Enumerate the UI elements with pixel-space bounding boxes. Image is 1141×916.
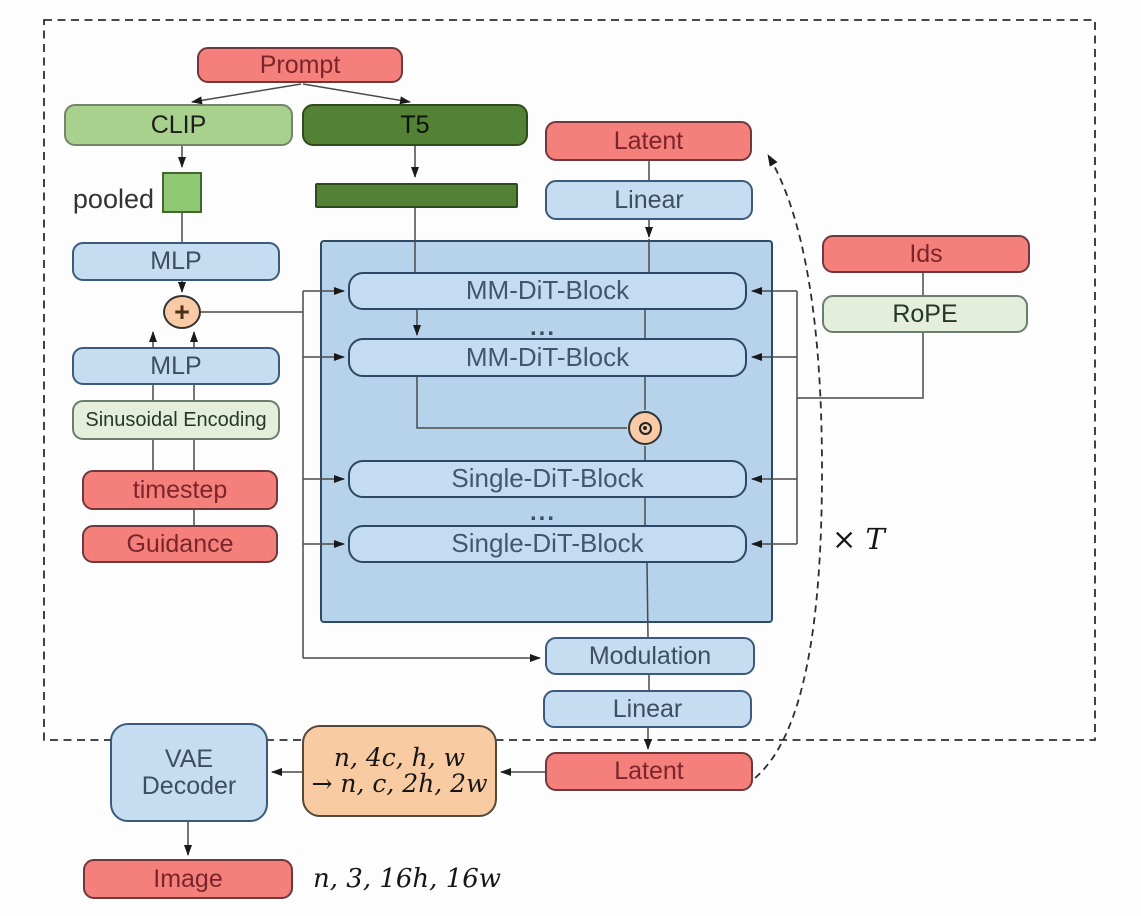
mm-dit-block-1: MM-DiT-Block (348, 272, 747, 310)
vae-line-1: VAE (164, 745, 214, 774)
latent-top-box: Latent (545, 121, 752, 161)
clip-box: CLIP (64, 104, 293, 146)
pooled-embedding-square (162, 172, 202, 213)
mlp-top-box: MLP (72, 242, 280, 281)
sinusoidal-encoding-box: Sinusoidal Encoding (72, 400, 280, 440)
mm-dit-block-2: MM-DiT-Block (348, 338, 747, 377)
latent-reshape-box: n, 4c, h, w → n, c, 2h, 2w (302, 725, 497, 817)
single-dit-block-2: Single-DiT-Block (348, 525, 747, 563)
mlp-bottom-box: MLP (72, 347, 280, 385)
odot-dot (643, 426, 647, 430)
reshape-line-1: n, 4c, h, w (333, 742, 466, 772)
edge-rope-bus (797, 333, 924, 399)
ids-box: Ids (822, 235, 1030, 273)
vae-line-2: Decoder (141, 771, 237, 800)
image-box: Image (83, 859, 293, 899)
latent-bottom-box: Latent (545, 752, 753, 791)
t5-box: T5 (302, 104, 528, 146)
prompt-box: Prompt (197, 47, 403, 83)
single-dit-ellipsis: ... (529, 499, 556, 526)
modulation-box: Modulation (545, 637, 755, 675)
edge-sinusoidal-mlp2 (152, 385, 195, 400)
linear-bottom-box: Linear (543, 690, 752, 728)
single-dit-block-1: Single-DiT-Block (348, 460, 747, 498)
rope-box: RoPE (822, 295, 1028, 333)
pooled-label: pooled (72, 184, 154, 214)
linear-top-box: Linear (545, 180, 753, 220)
vae-decoder-box: VAE Decoder (110, 723, 268, 822)
guidance-box: Guidance (82, 525, 278, 563)
reshape-line-2: → n, c, 2h, 2w (311, 769, 488, 798)
odot-operator-icon (628, 411, 662, 445)
repeat-times-label: × T (832, 522, 885, 556)
odot-ring (638, 421, 652, 435)
edge-prompt-t5 (302, 83, 411, 105)
t5-embedding-bar (315, 183, 518, 208)
image-shape-label: n, 3, 16h, 16w (313, 864, 502, 894)
timestep-box: timestep (82, 470, 278, 510)
edge-prompt-clip (191, 83, 302, 105)
sum-operator: + (163, 295, 201, 329)
edge-timestep-sinusoidal (152, 440, 195, 470)
